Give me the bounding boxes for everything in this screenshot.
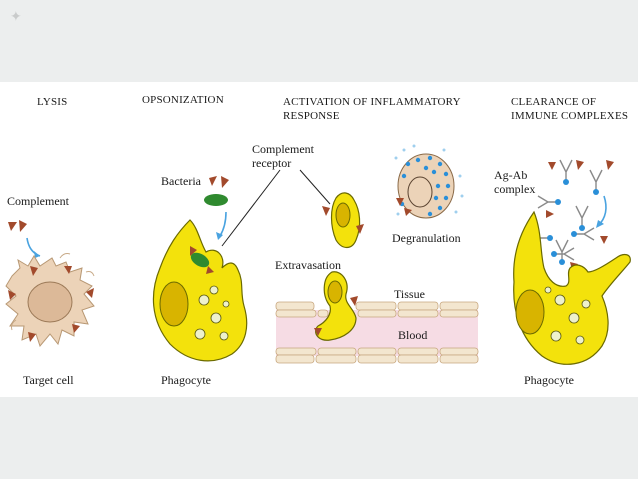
target-cell-nucleus (27, 281, 73, 323)
lysis-complement-group (8, 220, 41, 258)
complement-fragment (64, 266, 72, 274)
label-tissue: Tissue (394, 287, 425, 301)
complement-fragment (72, 324, 80, 333)
complement-fragment (28, 332, 36, 342)
phagocyte-clearance (513, 210, 631, 365)
receptor-pointer-lines (221, 169, 331, 247)
complement-fragment (221, 176, 229, 188)
complement-fragment (396, 198, 404, 206)
complement-fragment (30, 266, 38, 276)
label-complement: Complement (7, 194, 69, 208)
released-granules (394, 144, 464, 216)
vessel-wall-bottom (275, 347, 479, 364)
complement-fragment (190, 246, 197, 256)
phagocyte-clearance-body (513, 210, 631, 365)
vessel-wall-top (275, 301, 479, 318)
label-degranulation: Degranulation (392, 231, 461, 245)
mast-cell-nucleus (407, 176, 433, 208)
heading-clearance-line2: IMMUNE COMPLEXES (511, 110, 629, 122)
antigens (547, 179, 599, 265)
heading-opsonization: OPSONIZATION (142, 94, 224, 106)
bacteria-arrow (219, 211, 227, 237)
granules (194, 285, 230, 341)
phagocyte-clearance-nucleus (515, 289, 545, 335)
slide-top-margin: ✦ (0, 0, 638, 82)
heading-lysis: LYSIS (37, 96, 68, 108)
phagocyte-nucleus (159, 281, 189, 327)
extravasating-phagocyte (315, 271, 357, 341)
complement-fragment (8, 290, 16, 300)
label-phagocyte-opsonization: Phagocyte (161, 373, 211, 387)
complement-fragment (209, 176, 217, 186)
label-blood: Blood (398, 328, 428, 342)
complement-fragment (86, 288, 94, 298)
mast-cell (394, 144, 464, 219)
complement-fragment (206, 266, 214, 274)
label-agab-line1: Ag-Ab (494, 168, 528, 182)
engulfed-bacterium (190, 252, 210, 268)
label-extravasation: Extravasation (275, 258, 341, 272)
blood-vessel (275, 271, 479, 364)
opsonization-bacteria (204, 176, 229, 240)
bacteria-arrow-head (216, 232, 223, 240)
slide-bottom-margin (0, 397, 638, 479)
label-bacteria: Bacteria (161, 174, 201, 188)
complement-fragment (350, 296, 358, 306)
complement-fragment (322, 206, 330, 216)
heading-activation-line1: ACTIVATION OF INFLAMMATORY (283, 96, 461, 108)
heading-clearance-line1: CLEARANCE OF (511, 96, 597, 108)
mast-cell-granules (399, 155, 451, 217)
label-target-cell: Target cell (23, 373, 74, 387)
clearance-arrow-head (596, 220, 604, 228)
clearance-granules (544, 286, 591, 345)
activation-phagocyte (322, 192, 364, 249)
complement-fragment (19, 220, 27, 232)
membrane-debris (11, 253, 95, 331)
complement-fragment (356, 224, 364, 234)
label-agab-line2: complex (494, 182, 536, 196)
label-complement-receptor-line1: Complement (252, 142, 314, 156)
lysis-arrow (26, 237, 41, 257)
heading-activation-line2: RESPONSE (283, 110, 340, 122)
bacterium (204, 194, 228, 206)
complement-fragment (314, 328, 322, 336)
activation-phagocyte-nucleus (335, 202, 351, 228)
phagocyte-opsonization (152, 219, 248, 362)
target-cell (5, 253, 95, 348)
complement-fragment (404, 208, 412, 216)
complement-fragment (8, 222, 17, 231)
label-phagocyte-clearance: Phagocyte (524, 373, 574, 387)
lysis-arrow-head (34, 251, 40, 258)
slide-corner-mark: ✦ (10, 10, 22, 25)
extravasating-nucleus (327, 280, 343, 304)
label-complement-receptor-line2: receptor (252, 156, 292, 170)
